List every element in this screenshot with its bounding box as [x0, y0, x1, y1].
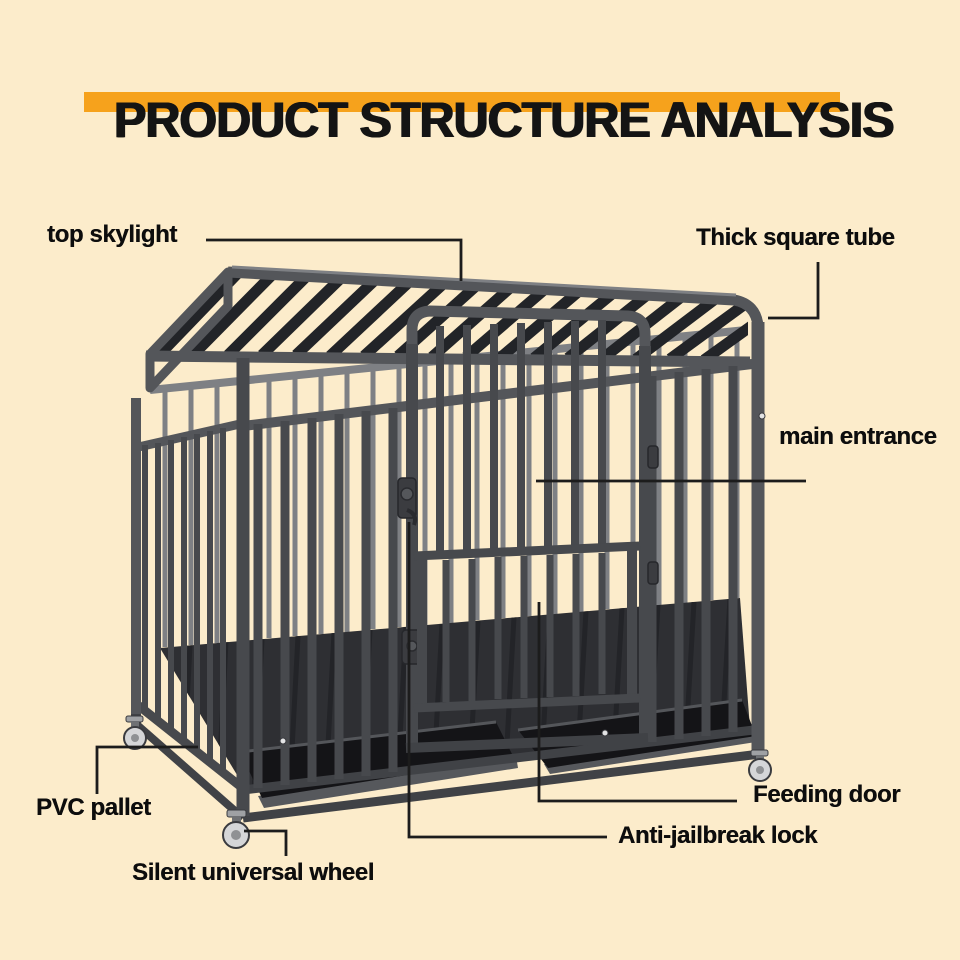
leader-thick-square-tube	[768, 262, 820, 320]
leader-feeding-door	[537, 602, 737, 803]
leader-lines	[95, 238, 820, 856]
label-thick-square-tube: Thick square tube	[696, 224, 895, 251]
leader-silent-universal-wheel	[244, 829, 288, 856]
label-silent-universal-wheel: Silent universal wheel	[132, 859, 374, 886]
title-highlight-bar	[84, 92, 840, 112]
door-hinge-upper	[647, 445, 659, 469]
caster-wheel-rear-left	[123, 715, 147, 750]
anti-jailbreak-lock-hardware	[397, 477, 418, 526]
bolts	[279, 412, 766, 745]
caster-wheels	[123, 715, 772, 849]
door-bars	[436, 320, 606, 555]
leader-anti-jailbreak-lock	[407, 522, 607, 839]
leader-top-skylight	[206, 238, 463, 281]
feeding-door-bars	[442, 553, 606, 702]
feeding-door-top-rail	[413, 541, 641, 561]
roof-rear-rail	[227, 266, 764, 327]
front-wall-bars-right	[647, 366, 738, 742]
main-door	[397, 305, 659, 753]
page-title: PRODUCT STRUCTURE ANALYSIS	[114, 91, 895, 148]
label-top-skylight: top skylight	[47, 221, 177, 248]
label-main-entrance: main entrance	[779, 423, 937, 450]
door-bottom-rail	[405, 733, 649, 753]
roof-skylight	[145, 265, 764, 393]
feeding-door	[413, 541, 641, 713]
caster-wheel-front-left	[222, 809, 250, 849]
label-pvc-pallet: PVC pallet	[36, 794, 151, 821]
label-anti-jailbreak-lock: Anti-jailbreak lock	[618, 822, 818, 849]
front-bottom-rail	[242, 725, 755, 795]
roof-slats	[156, 274, 748, 360]
door-top-rail	[406, 305, 651, 352]
front-wall-bars-left	[253, 408, 398, 788]
feeding-door-bottom-rail	[413, 693, 641, 713]
side-wall-bars	[142, 428, 226, 772]
door-hinge-lower	[647, 561, 659, 585]
caster-wheel-front-right	[748, 749, 772, 782]
left-side-wall	[131, 398, 243, 790]
leader-pvc-pallet	[95, 745, 198, 794]
label-feeding-door: Feeding door	[753, 781, 901, 808]
